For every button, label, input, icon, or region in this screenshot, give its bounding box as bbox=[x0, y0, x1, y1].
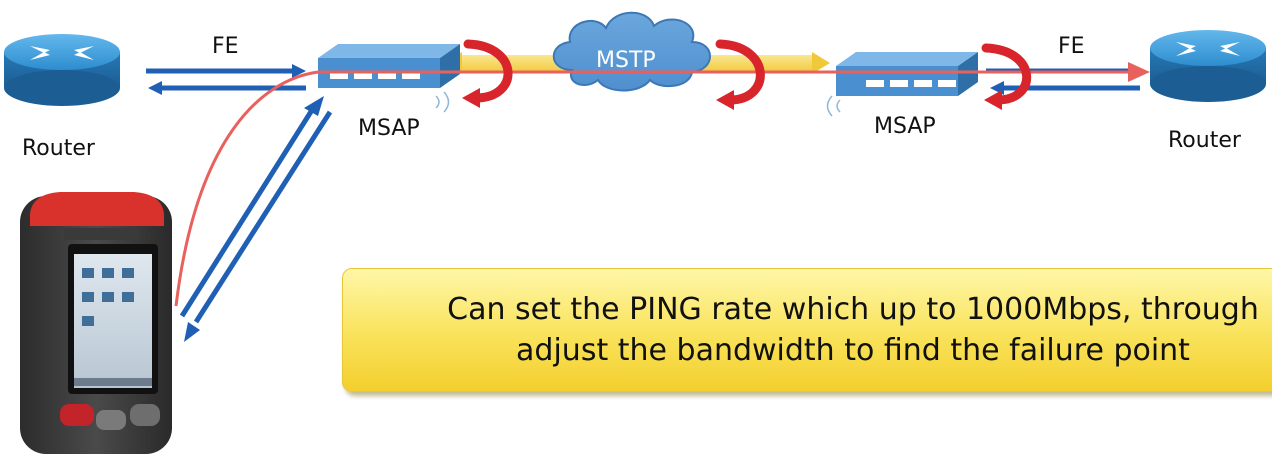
msap-label-right: MSAP bbox=[874, 114, 936, 139]
callout-line-2: adjust the bandwidth to find the failure… bbox=[516, 333, 1190, 368]
handheld-tester-icon bbox=[20, 192, 172, 454]
callout-line-1: Can set the PING rate which up to 1000Mb… bbox=[447, 292, 1259, 327]
msap-label-left: MSAP bbox=[358, 116, 420, 141]
msap-switch-icon-right bbox=[826, 52, 978, 117]
callout-text: Can set the PING rate which up to 1000Mb… bbox=[413, 289, 1272, 371]
router-label-left: Router bbox=[22, 136, 95, 161]
cloud-label: MSTP bbox=[596, 48, 656, 73]
ping-path bbox=[174, 70, 1140, 307]
fe-label-left: FE bbox=[212, 34, 239, 59]
router-icon-left bbox=[4, 34, 120, 106]
callout-box: Can set the PING rate which up to 1000Mb… bbox=[342, 268, 1272, 392]
fe-link-left bbox=[146, 64, 306, 95]
router-icon-right bbox=[1150, 30, 1266, 102]
ping-arrowhead bbox=[1128, 62, 1150, 82]
router-label-right: Router bbox=[1168, 128, 1241, 153]
u-turn-arrows bbox=[463, 39, 1031, 105]
msap-switch-icon-left bbox=[318, 44, 460, 113]
fe-link-right bbox=[986, 64, 1144, 95]
u-turn-arrowheads bbox=[462, 88, 1002, 110]
tester-link bbox=[179, 96, 333, 342]
fe-label-right: FE bbox=[1058, 34, 1085, 59]
